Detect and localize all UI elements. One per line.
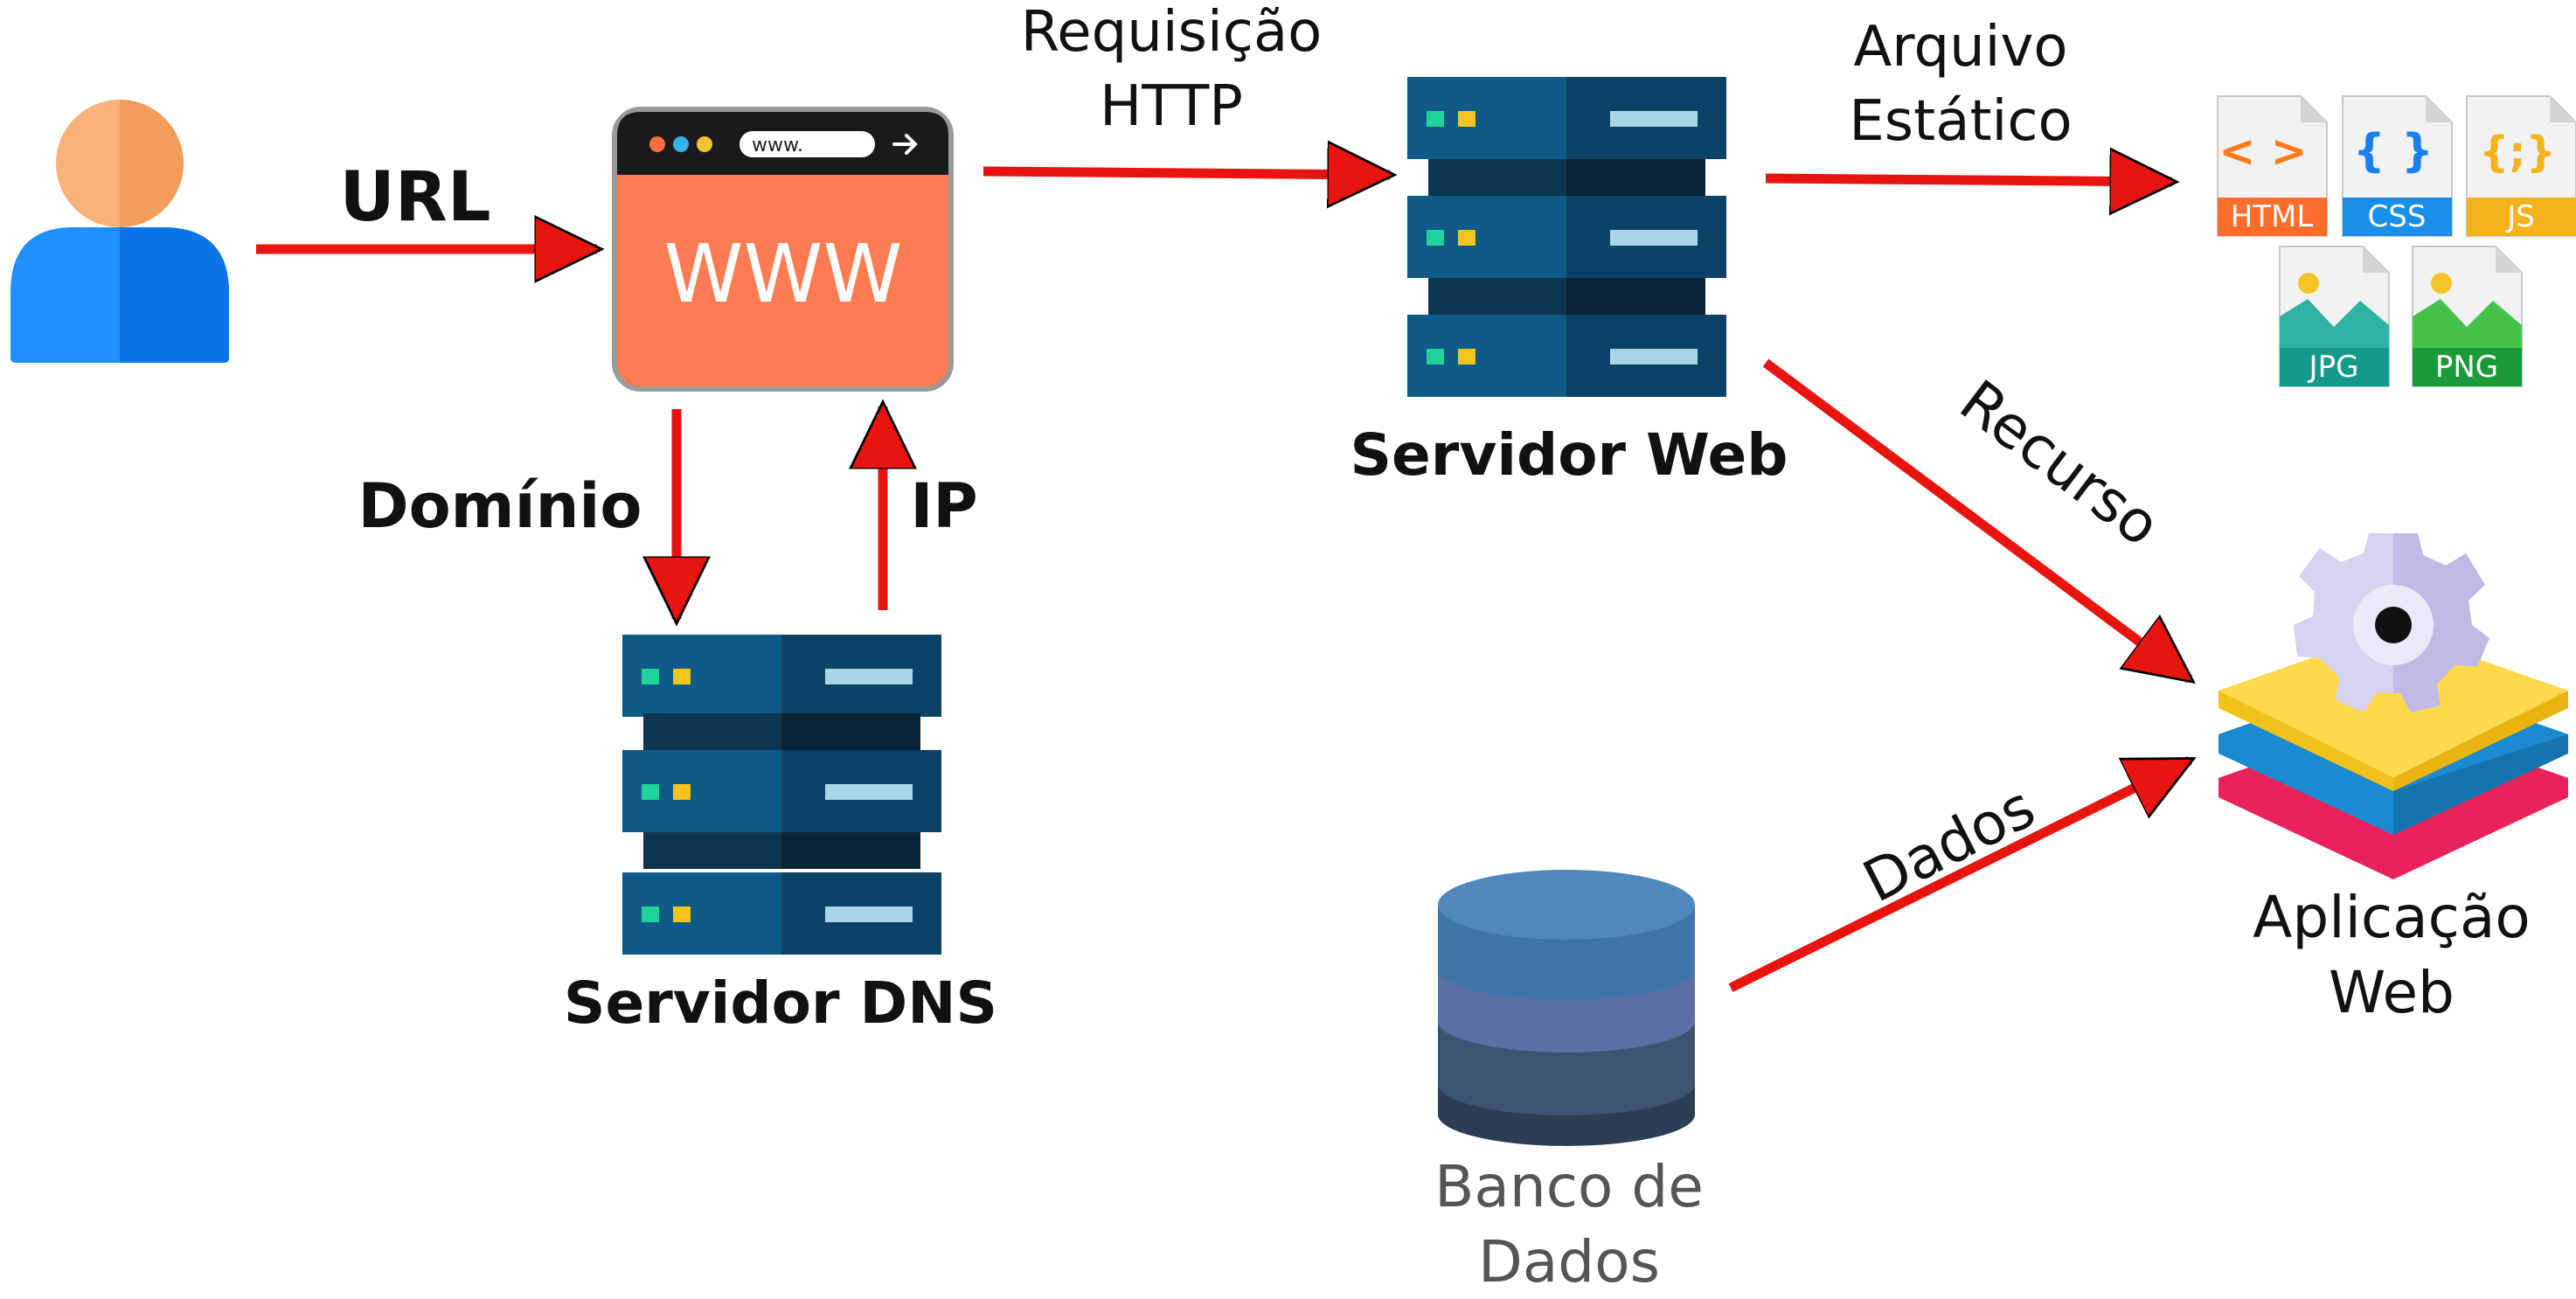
png-tag: PNG <box>2435 350 2498 385</box>
arrow-resource <box>1762 358 2190 679</box>
http-label-line1: Requisição <box>1021 0 1323 65</box>
web-app-label-line1: Aplicação <box>2253 884 2531 951</box>
jpg-tag: JPG <box>2308 350 2359 385</box>
css-tag: CSS <box>2368 199 2427 234</box>
browser-icon: www. WWW <box>612 107 954 392</box>
url-label: URL <box>339 158 490 237</box>
arrow-http-request <box>982 171 1390 175</box>
jpg-file-icon: JPG <box>2279 246 2390 387</box>
png-file-icon: PNG <box>2412 246 2523 387</box>
web-app-icon <box>2218 533 2568 879</box>
arrow-static-file <box>1765 178 2172 182</box>
domain-label: Domínio <box>358 470 642 542</box>
web-server-icon <box>1407 77 1726 397</box>
html-file-icon: < > HTML <box>2217 95 2328 237</box>
user-icon <box>10 100 229 363</box>
database-icon <box>1438 870 1695 1146</box>
web-server-label: Servidor Web <box>1350 421 1788 489</box>
css-glyph: { } <box>2353 125 2434 177</box>
arrows <box>256 171 2190 992</box>
data-label: Dados <box>1853 773 2045 915</box>
html-glyph: < > <box>2218 126 2307 177</box>
browser-www-text: WWW <box>664 227 903 321</box>
static-label-line2: Estático <box>1849 89 2072 154</box>
database-label-line1: Banco de <box>1434 1153 1704 1220</box>
static-label-line1: Arquivo <box>1854 15 2068 80</box>
address-bar-text: www. <box>752 135 803 156</box>
http-label-line2: HTTP <box>1100 74 1243 139</box>
css-file-icon: { } CSS <box>2342 95 2453 237</box>
resource-label: Recurso <box>1948 367 2172 559</box>
web-app-label-line2: Web <box>2329 959 2454 1026</box>
dns-server-icon <box>622 635 941 955</box>
js-tag: JS <box>2505 199 2535 234</box>
dns-server-label: Servidor DNS <box>564 969 997 1037</box>
js-file-icon: {;} JS <box>2466 95 2576 237</box>
ip-label: IP <box>910 470 977 542</box>
arrow-data <box>1728 756 2190 992</box>
database-label-line2: Dados <box>1478 1228 1660 1296</box>
js-glyph: {;} <box>2479 128 2556 177</box>
html-tag: HTML <box>2231 199 2314 234</box>
